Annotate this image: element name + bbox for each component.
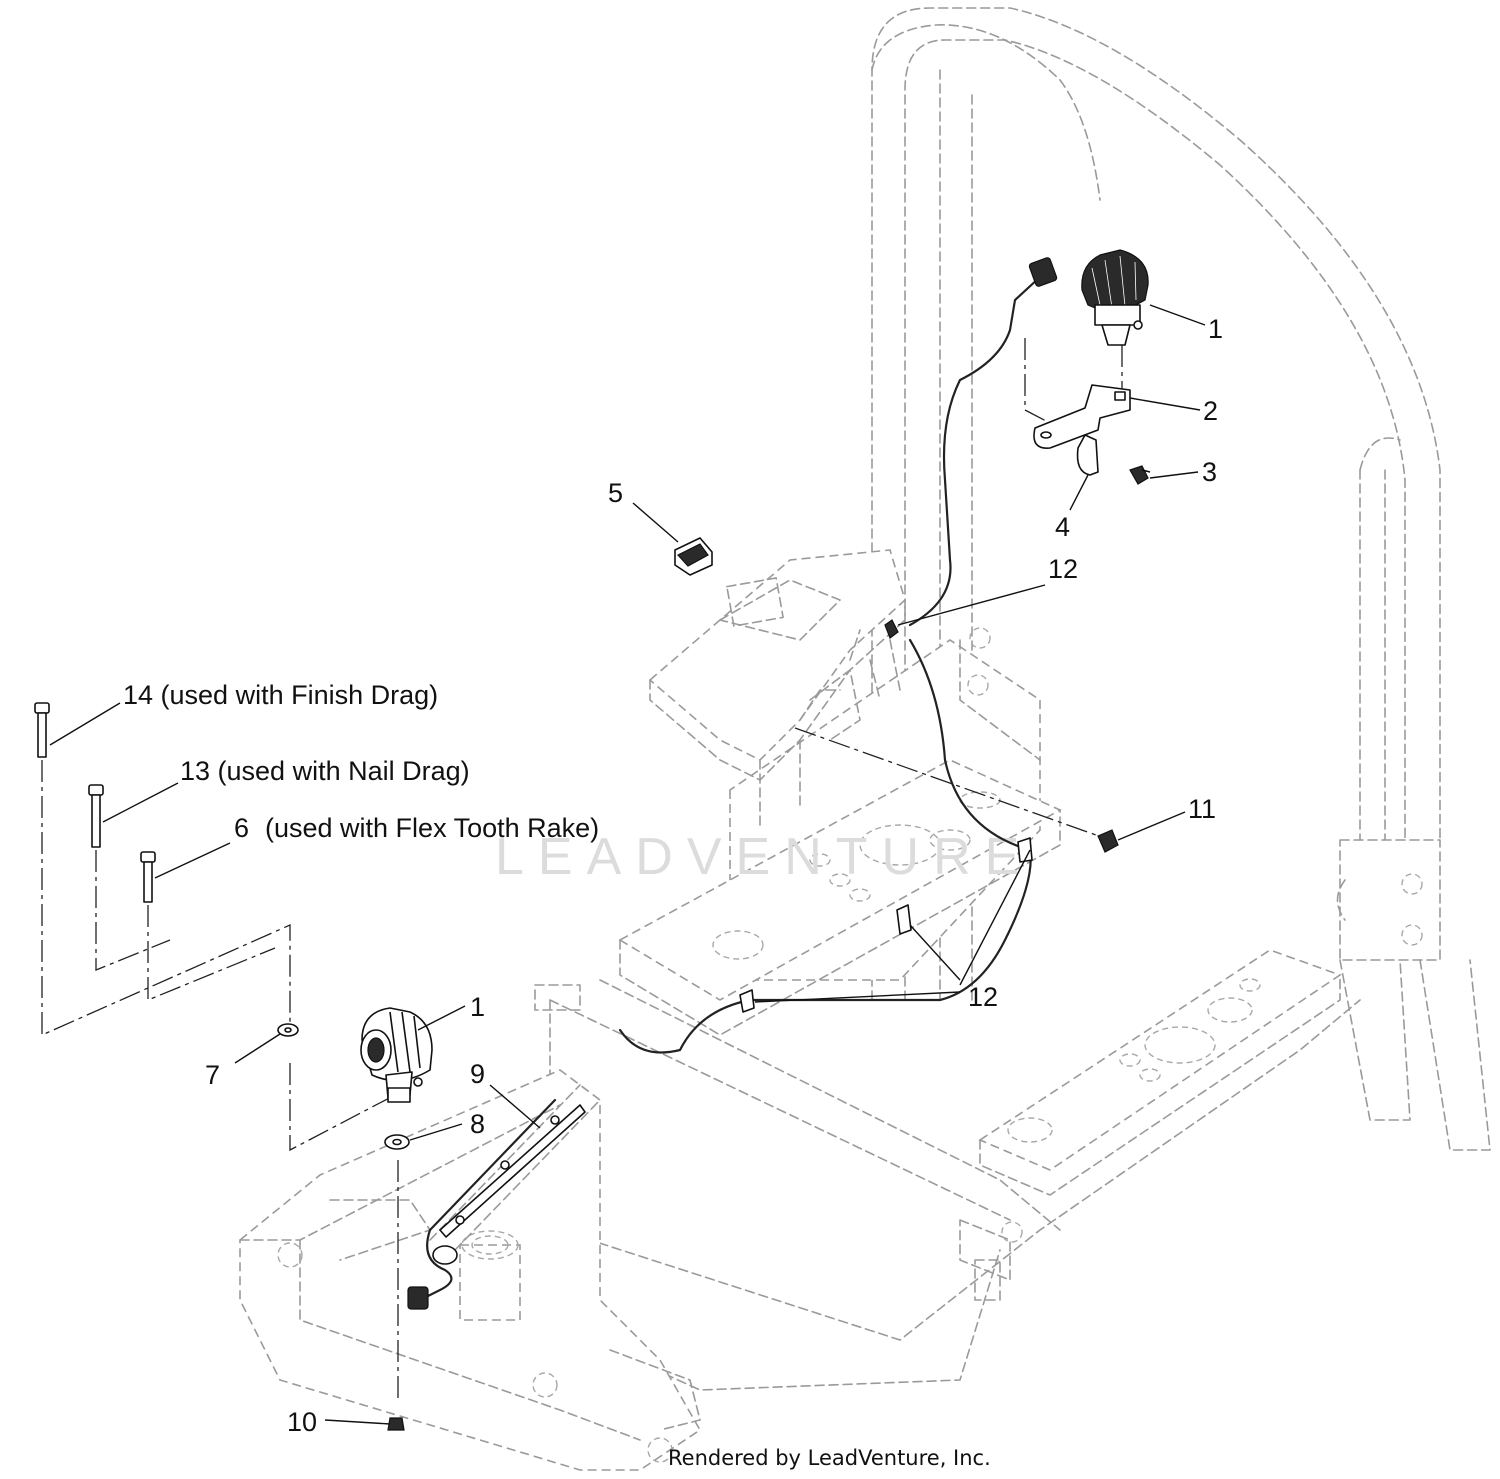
render-credit: Rendered by LeadVenture, Inc. — [668, 1446, 991, 1470]
phantom-lines — [41, 338, 1123, 1400]
light-mount-bracket[interactable] — [1033, 384, 1131, 449]
callout-14: 14 (used with Finish Drag) — [123, 680, 438, 710]
work-light-upper[interactable] — [1081, 249, 1149, 346]
watermark-text: LEADVENTURE — [495, 828, 1033, 886]
connector-plug-upper[interactable] — [1028, 257, 1058, 287]
callout-7: 7 — [205, 1060, 220, 1090]
bolt-nail-drag[interactable] — [88, 784, 104, 848]
leader-lines — [49, 304, 1206, 1425]
callout-10: 10 — [287, 1407, 317, 1437]
bolt-flex-tooth-rake[interactable] — [140, 851, 156, 903]
callout-1-lower: 1 — [470, 992, 485, 1022]
callout-3: 3 — [1202, 457, 1217, 487]
callout-6-note: (used with Flex Tooth Rake) — [265, 813, 599, 843]
callout-12-upper: 12 — [1048, 554, 1078, 584]
clamp[interactable] — [1076, 434, 1099, 476]
cable-tie-upper[interactable] — [884, 619, 899, 639]
callout-11: 11 — [1188, 794, 1216, 824]
callout-9: 9 — [470, 1059, 485, 1089]
callout-4: 4 — [1055, 512, 1070, 542]
callout-8: 8 — [470, 1109, 485, 1139]
rocker-switch[interactable] — [674, 537, 713, 576]
connector-plug-lower[interactable] — [407, 1245, 458, 1310]
flange-bolt[interactable] — [1129, 465, 1151, 485]
locknut[interactable] — [387, 1417, 405, 1431]
washer-lower[interactable] — [384, 1134, 410, 1150]
work-light-lower[interactable] — [360, 1007, 433, 1103]
callout-5: 5 — [608, 478, 623, 508]
callout-1-upper: 1 — [1208, 314, 1223, 344]
cable-ties-lower[interactable] — [739, 837, 1033, 1013]
machine-frame-ghost — [239, 7, 1491, 1471]
washer-upper[interactable] — [277, 1023, 299, 1037]
callout-12-lower: 12 — [968, 982, 998, 1012]
callout-2: 2 — [1203, 396, 1218, 426]
wire-harness — [418, 275, 1042, 1302]
harness-clip[interactable] — [1097, 829, 1119, 853]
callout-labels: 1 2 3 4 5 12 11 12 14 (used with Finish … — [123, 314, 1223, 1437]
callout-13: 13 (used with Nail Drag) — [180, 756, 470, 786]
callout-6: 6 — [234, 813, 249, 843]
harness-bracket-bar[interactable] — [439, 1104, 586, 1238]
bolt-finish-drag[interactable] — [34, 702, 50, 758]
